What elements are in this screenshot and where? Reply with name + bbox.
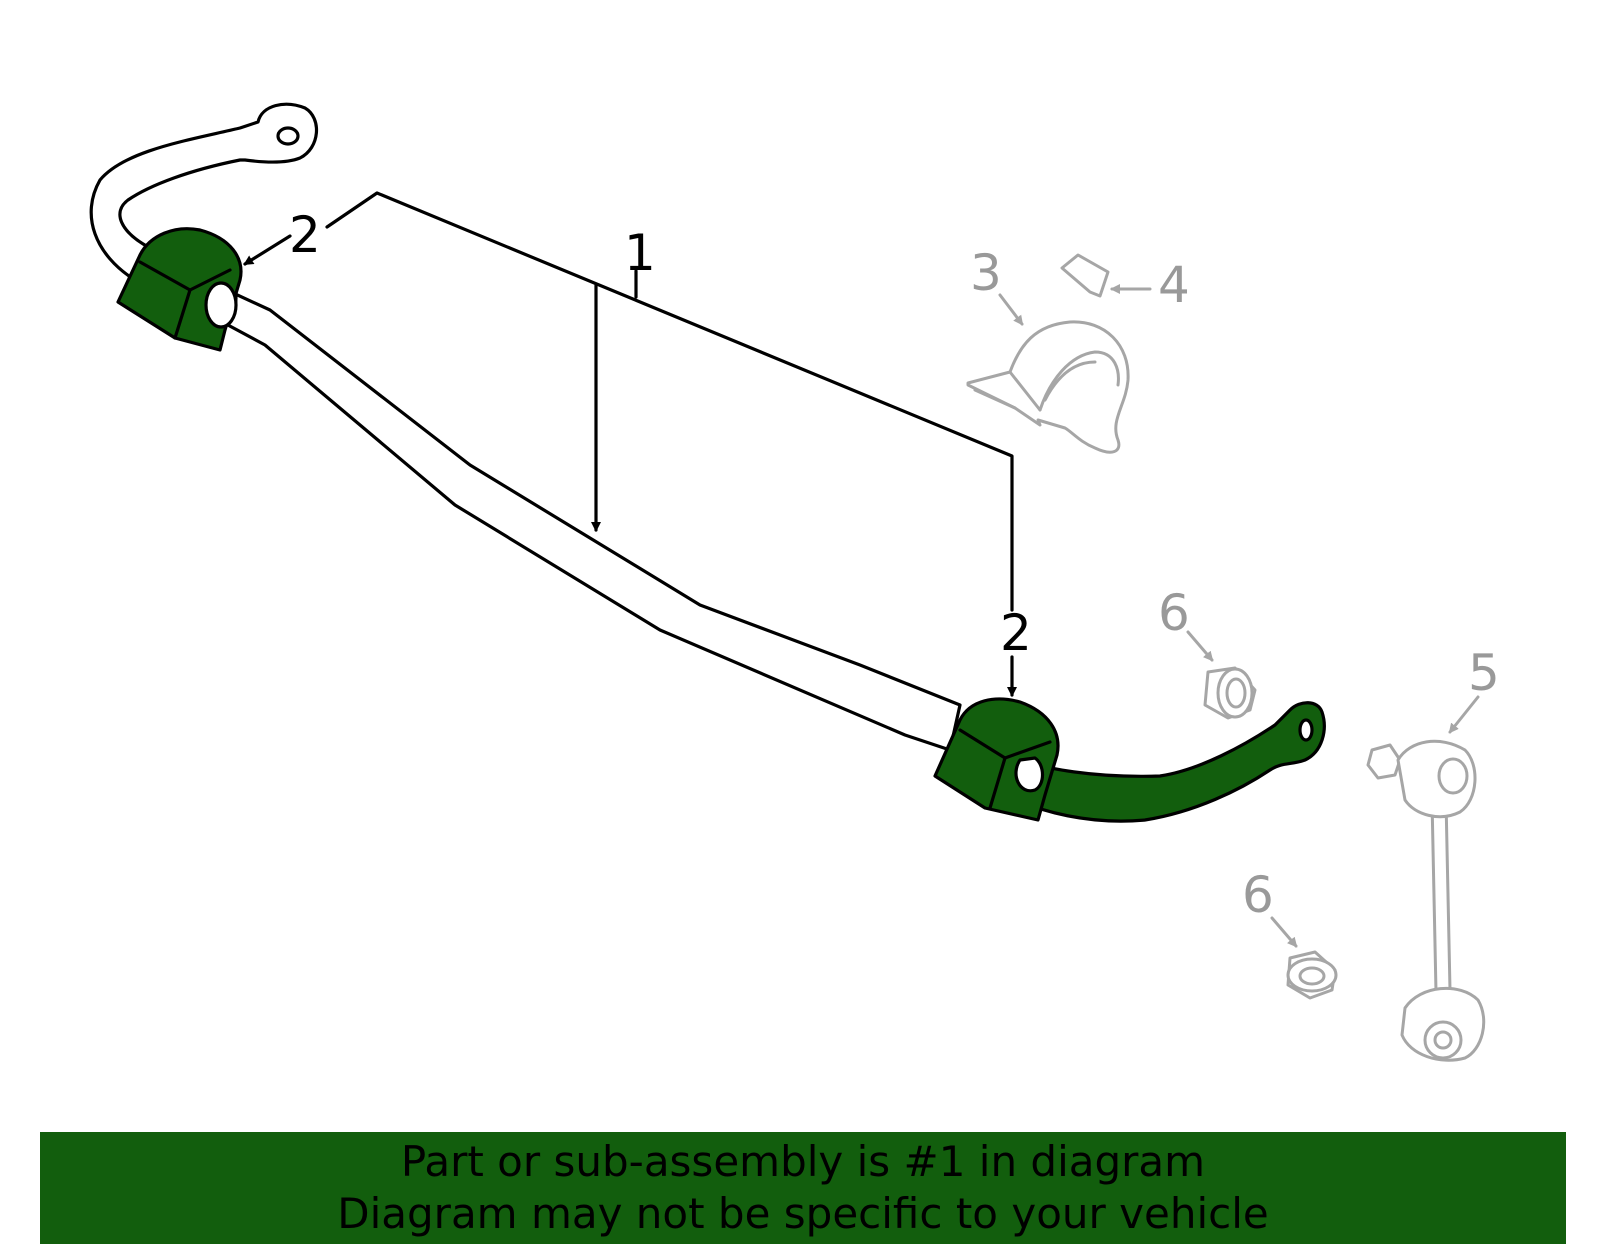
bushing-right-hole	[1014, 756, 1045, 793]
bracket-body	[966, 320, 1130, 454]
bushing-left-hole	[204, 281, 238, 329]
bar-right-eye	[1298, 718, 1314, 742]
clip	[1060, 253, 1110, 298]
leader-lines	[243, 191, 1480, 948]
nut-upper	[1203, 666, 1257, 720]
callout-6-lower: 6	[1242, 866, 1274, 924]
banner-line-2: Diagram may not be specific to your vehi…	[337, 1189, 1269, 1238]
bushing-left	[116, 227, 243, 352]
bar-shaft	[198, 278, 962, 752]
bar-left-eye	[276, 126, 300, 146]
link-stud	[1366, 743, 1402, 780]
link-rod	[1430, 798, 1452, 994]
stabilizer-link	[1366, 739, 1486, 1062]
callout-4: 4	[1158, 256, 1190, 314]
callout-3: 3	[970, 244, 1002, 302]
bushing-right	[933, 697, 1060, 822]
bar-left-end	[89, 102, 319, 282]
callout-1: 1	[624, 224, 656, 282]
callout-5: 5	[1468, 644, 1500, 702]
callout-6-upper: 6	[1158, 584, 1190, 642]
bar-right-end	[1003, 701, 1326, 823]
stabilizer-bar	[89, 102, 962, 752]
bracket	[966, 320, 1130, 454]
disclaimer-banner: Part or sub-assembly is #1 in diagram Di…	[40, 1132, 1566, 1244]
callout-2-right: 2	[1000, 604, 1032, 662]
nut-lower	[1286, 950, 1338, 1000]
callout-2-left: 2	[289, 206, 321, 264]
banner-line-1: Part or sub-assembly is #1 in diagram	[400, 1137, 1206, 1186]
